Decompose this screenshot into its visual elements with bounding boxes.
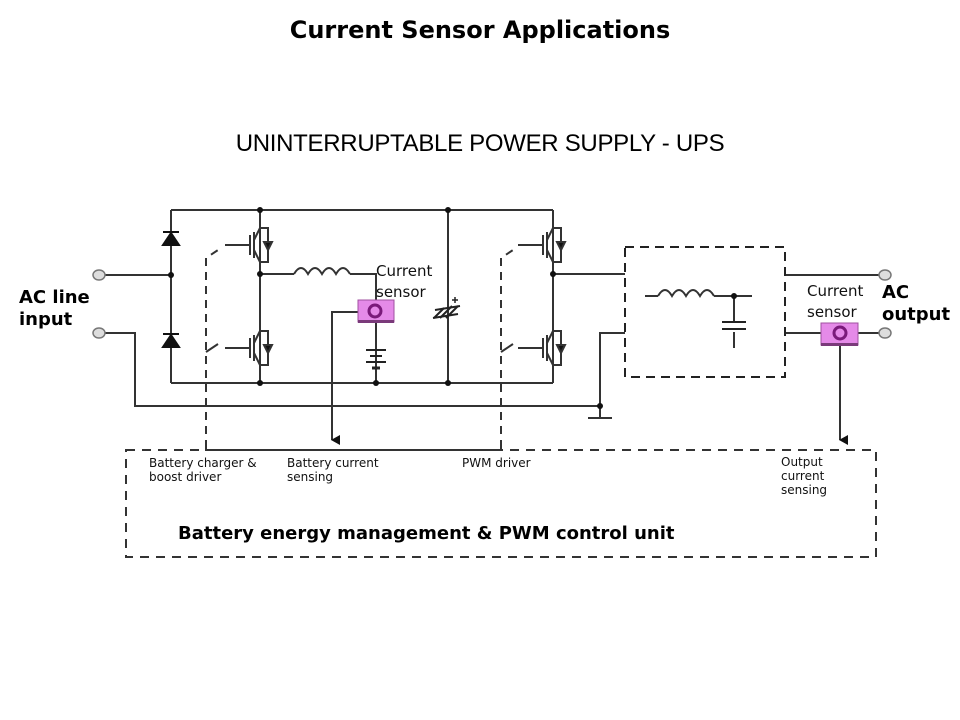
battery-sensor-signal: [331, 311, 358, 445]
igbts: [225, 227, 567, 366]
junction-nodes: [168, 207, 737, 409]
boost-inductor: [293, 267, 351, 276]
rectifier-diodes: [161, 231, 181, 348]
control-unit-title: Battery energy management & PWM control …: [178, 523, 675, 544]
control-unit-box: [125, 440, 877, 558]
pwm-driver-block-label: PWM driver: [462, 456, 531, 470]
battery-sensor-label: Current sensor: [376, 261, 432, 303]
output-sensor-label-line2: sensor: [807, 303, 857, 321]
ac-output-label-line2: output: [882, 304, 951, 325]
battery-sensor-label-line2: sensor: [376, 283, 426, 301]
ac-output-label-line1: AC: [882, 282, 910, 303]
dc-bus-capacitor-icon: [432, 297, 461, 319]
terminals: [92, 269, 892, 339]
pwm-driver-label-line1: PWM driver: [462, 456, 531, 470]
output-sensing-label-line3: sensing: [781, 483, 828, 497]
output-sensing-label-line2: current: [781, 469, 825, 483]
ac-output-terminal-2: [878, 327, 892, 339]
charger-block-label: Battery charger & boost driver: [149, 456, 257, 484]
output-sensor-label-line1: Current: [807, 282, 864, 300]
ac-input-label-line1: AC line: [19, 287, 90, 308]
output-sensor-label: Current sensor: [807, 281, 863, 323]
charger-block-label-line1: Battery charger &: [149, 456, 257, 470]
battery-branch: [350, 273, 377, 383]
battery-current-sensor-icon: [357, 299, 395, 323]
ac-input-terminal-2: [92, 327, 106, 339]
output-filter-box: [624, 246, 786, 378]
charger-block-label-line2: boost driver: [149, 470, 222, 484]
output-sensing-label-line1: Output: [781, 455, 823, 469]
battery-sensing-block-label: Battery current sensing: [287, 456, 379, 484]
battery-icon: [366, 349, 386, 370]
battery-sensing-label-line2: sensing: [287, 470, 334, 484]
wires: [103, 209, 883, 445]
diagram-title: UNINTERRUPTABLE POWER SUPPLY - UPS: [235, 130, 725, 157]
igbt-inverter-bottom: [518, 330, 567, 366]
igbt-inverter-top: [518, 227, 567, 263]
output-current-sensor-icon: [820, 322, 859, 346]
filter-inductor: [657, 289, 715, 298]
filter-capacitor-icon: [722, 321, 746, 330]
ac-input-label: AC line input: [19, 287, 90, 331]
ac-output-terminal-1: [878, 269, 892, 281]
gate-drive-lines: [205, 249, 514, 448]
battery-sensing-label-line1: Battery current: [287, 456, 379, 470]
neutral-wire: [103, 332, 601, 418]
ac-input-terminal-1: [92, 269, 106, 281]
battery-sensor-label-line1: Current: [376, 262, 433, 280]
page-title: Current Sensor Applications: [289, 16, 671, 44]
ac-output-label: AC output: [882, 282, 950, 326]
diode-bottom: [161, 333, 181, 348]
igbt-boost-top: [225, 227, 274, 263]
output-sensing-block-label: Output current sensing: [781, 455, 827, 497]
igbt-boost-bottom: [225, 330, 274, 366]
diode-top: [161, 231, 181, 246]
ac-input-label-line2: input: [19, 309, 73, 330]
